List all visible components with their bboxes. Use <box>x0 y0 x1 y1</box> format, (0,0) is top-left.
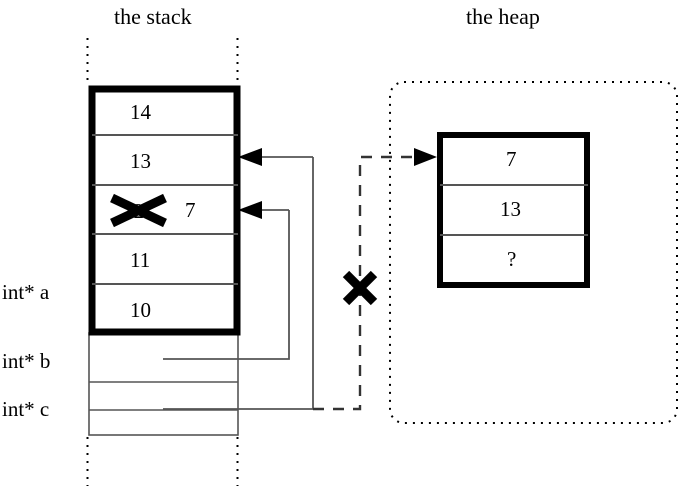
arrowhead-b <box>238 201 262 219</box>
heap-title: the heap <box>466 4 540 29</box>
pointer-line-b <box>163 201 290 360</box>
var-label-a: int* a <box>2 280 50 304</box>
arrowhead-heap <box>414 148 437 166</box>
stack-title: the stack <box>114 4 192 29</box>
dangling-pointer-dashed-line <box>313 148 437 411</box>
stack-cell-value: 10 <box>130 298 151 322</box>
var-label-b: int* b <box>2 349 51 373</box>
stack-cell-value-struck: 12 <box>123 199 144 223</box>
stack-cell-value-updated: 7 <box>185 198 196 222</box>
heap-boundary <box>389 81 678 424</box>
heap-cell-value: ? <box>507 247 517 271</box>
heap-cell-value: 13 <box>500 197 521 221</box>
stack-cell-value: 13 <box>130 149 151 173</box>
heap-cell-value: 7 <box>506 147 517 171</box>
invalid-pointer-x-mark <box>342 270 378 306</box>
arrowhead-c <box>238 148 262 166</box>
stack-pointer-region <box>88 332 239 436</box>
stack-allocated-frame <box>88 85 241 336</box>
stack-cell-value: 11 <box>130 248 151 272</box>
heap-block-frame <box>437 132 590 288</box>
strikeout-x-mark-stack-cell <box>110 193 167 228</box>
var-label-c: int* c <box>2 397 50 421</box>
stack-cell-value: 14 <box>130 100 151 124</box>
